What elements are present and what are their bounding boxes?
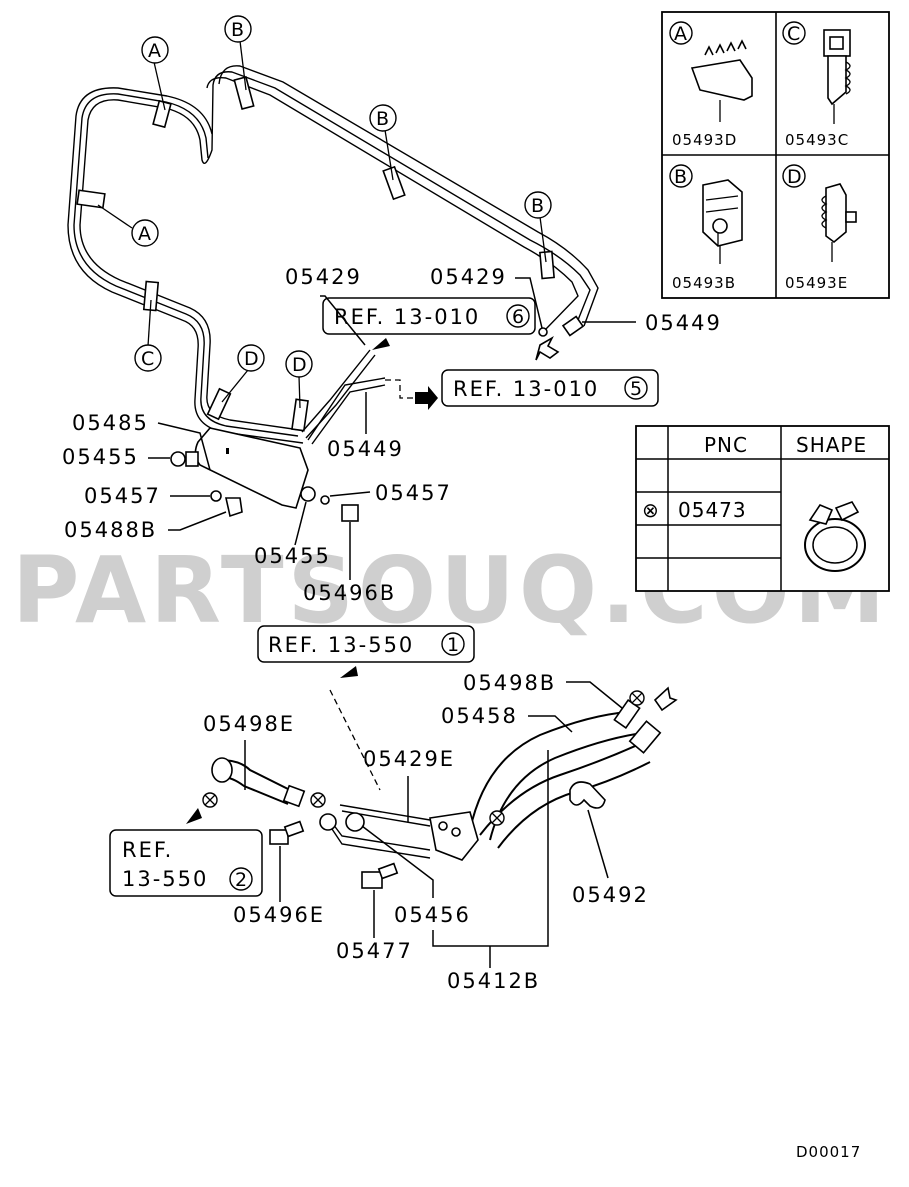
svg-text:5: 5 — [630, 378, 643, 400]
dash-ref5 — [385, 379, 415, 399]
callout-a2: A — [138, 223, 152, 245]
arrow-ref2 — [186, 808, 202, 824]
svg-text:D: D — [787, 166, 803, 188]
dash-ref1 — [329, 689, 381, 791]
label-05457-right: 05457 — [375, 481, 452, 505]
arrow-outline-lower — [653, 686, 678, 712]
label-05498b: 05498B — [463, 671, 556, 695]
upper-labels: 05429 05429 05449 05449 05485 05455 0545… — [62, 265, 722, 605]
pnc-header: PNC — [704, 433, 748, 457]
bracket-assembly — [170, 427, 359, 522]
svg-text:A: A — [674, 23, 688, 45]
bolt-05477 — [361, 862, 399, 889]
label-05488b: 05488B — [64, 518, 157, 542]
clip-a-top — [152, 99, 172, 129]
callout-b3: B — [531, 195, 545, 217]
legend-cell-d: D 05493E — [782, 164, 857, 292]
clip-d-left — [206, 387, 232, 421]
part-05456 — [345, 812, 365, 832]
arrow-ref6 — [372, 338, 390, 350]
label-05456: 05456 — [394, 903, 471, 927]
pnc-row1-symbol: ⊗ — [642, 498, 660, 522]
hose-05498e-end — [211, 757, 233, 783]
clip-a-left — [76, 189, 106, 209]
fitting-05449-right — [561, 315, 585, 337]
label-05429e: 05429E — [363, 747, 455, 771]
ref-13-010-6[interactable]: REF. 13-010 6 — [322, 297, 536, 335]
clip-legend: A 05493D C 05493C B 05493B — [661, 11, 890, 299]
svg-text:REF. 13-010: REF. 13-010 — [453, 377, 599, 401]
clip-b-top — [233, 75, 255, 111]
label-05429-top: 05429 — [285, 265, 362, 289]
callout-c1: C — [141, 348, 155, 370]
ref-13-550-2[interactable]: REF. 13-550 2 — [109, 829, 263, 897]
label-05498e: 05498E — [203, 712, 295, 736]
o-ring-markers — [202, 690, 645, 826]
label-05492: 05492 — [572, 883, 649, 907]
fitting-05458 — [628, 720, 662, 754]
callout-d1: D — [244, 348, 260, 370]
label-05485: 05485 — [72, 411, 149, 435]
shape-header: SHAPE — [796, 433, 867, 457]
svg-text:C: C — [787, 23, 801, 45]
callout-b1: B — [231, 19, 245, 41]
brake-line-assembly — [67, 65, 599, 445]
label-05449-right: 05449 — [645, 311, 722, 335]
label-05458: 05458 — [441, 704, 518, 728]
svg-text:B: B — [674, 166, 688, 188]
label-05477: 05477 — [336, 939, 413, 963]
clip-b-right — [539, 250, 555, 280]
ref-13-010-5[interactable]: REF. 13-010 5 — [441, 369, 659, 407]
legend-cell-b: B 05493B — [669, 164, 743, 292]
lower-hose-assembly — [202, 686, 678, 889]
svg-text:13-550: 13-550 — [122, 867, 208, 891]
clip-b-mid — [382, 165, 406, 201]
callout-a1: A — [148, 40, 162, 62]
callout-d2: D — [292, 354, 308, 376]
label-05449-mid: 05449 — [327, 437, 404, 461]
legend-code-c: 05493C — [785, 131, 849, 149]
diagram-code: D00017 — [796, 1143, 861, 1161]
svg-text:REF.: REF. — [122, 838, 173, 862]
ref-13-550-1[interactable]: REF. 13-550 1 — [257, 625, 475, 663]
legend-code-b: 05493B — [672, 274, 736, 292]
pnc-row1-value: 05473 — [678, 498, 747, 522]
lower-labels: 05498B 05458 05498E 05429E 05496E 05456 … — [203, 671, 649, 993]
legend-cell-c: C 05493C — [782, 21, 851, 149]
fitting-05429-right — [538, 327, 548, 337]
label-05496b: 05496B — [303, 581, 396, 605]
svg-text:REF. 13-550: REF. 13-550 — [268, 633, 414, 657]
bolt-05496e — [269, 820, 305, 845]
arrow-ref1 — [340, 666, 358, 678]
label-05429-right: 05429 — [430, 265, 507, 289]
label-05457-left: 05457 — [84, 484, 161, 508]
callout-b2: B — [376, 108, 390, 130]
legend-code-d: 05493E — [785, 274, 848, 292]
label-05496e: 05496E — [233, 903, 325, 927]
legend-cell-a: A 05493D — [669, 21, 753, 149]
svg-text:6: 6 — [512, 306, 525, 328]
legend-code-a: 05493D — [672, 131, 737, 149]
svg-text:2: 2 — [235, 869, 248, 891]
clip-05492 — [569, 781, 606, 809]
clip-d-right — [291, 398, 309, 432]
pnc-table: PNC SHAPE ⊗ 05473 — [635, 425, 890, 592]
callout-bubbles: A A B B B C D D — [97, 15, 552, 409]
label-05455-left: 05455 — [62, 445, 139, 469]
label-05412b: 05412B — [447, 969, 540, 993]
label-05455-right: 05455 — [254, 544, 331, 568]
svg-text:1: 1 — [447, 634, 460, 656]
arrow-outline-right — [535, 335, 560, 361]
arrow-ref5 — [415, 386, 438, 410]
hose-clamp-shape — [804, 501, 866, 572]
svg-text:REF. 13-010: REF. 13-010 — [334, 305, 480, 329]
